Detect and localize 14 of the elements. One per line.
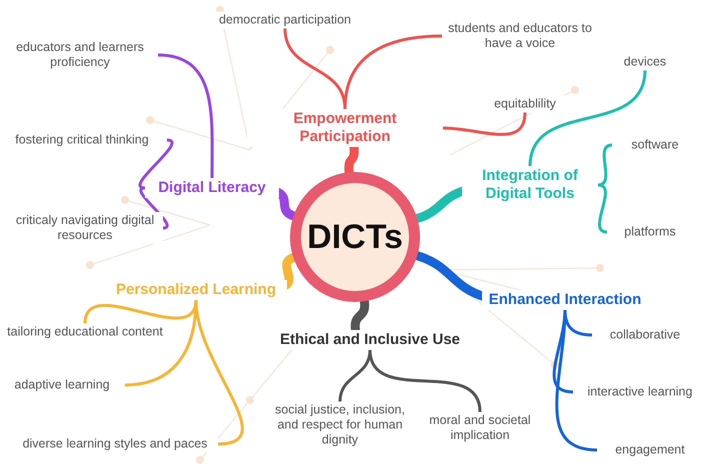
branch-connector — [555, 308, 598, 452]
branch-label: Integration of Digital Tools — [462, 166, 598, 204]
branch-connector — [442, 111, 526, 136]
branch-connector — [528, 69, 646, 168]
branch-label: Empowerment Participation — [247, 109, 443, 147]
branch-label: Digital Literacy — [145, 178, 279, 198]
branch-connector — [368, 348, 482, 414]
branch-connector — [344, 34, 444, 110]
branch-connector — [194, 298, 244, 446]
branch-connector — [596, 184, 608, 234]
branch-connector — [139, 186, 169, 230]
branch-connector — [156, 54, 214, 180]
branch-connector — [138, 138, 174, 190]
center-circle: DICTs — [290, 172, 420, 302]
